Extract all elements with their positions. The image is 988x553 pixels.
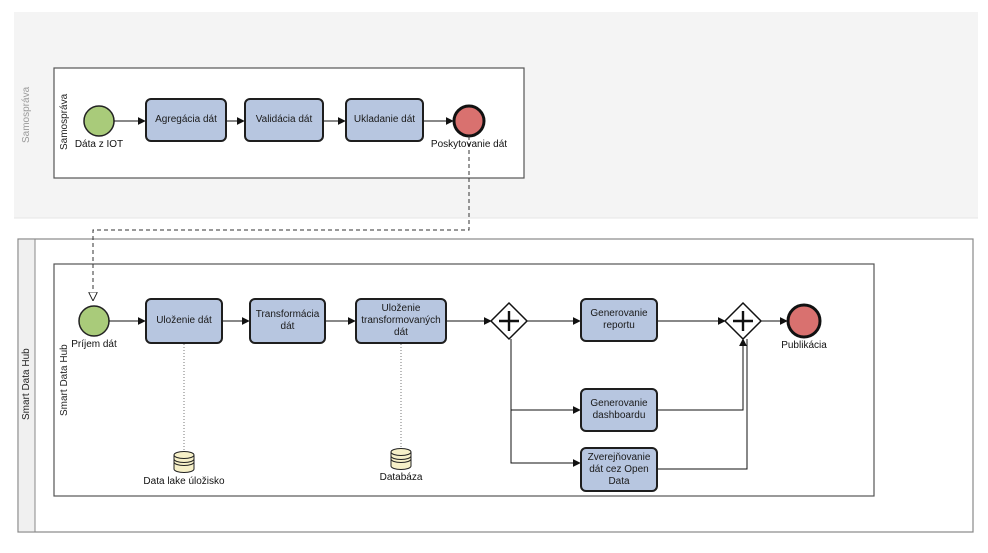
database-icon[interactable] — [390, 448, 412, 470]
database-icon[interactable] — [173, 451, 195, 473]
message-flow — [93, 136, 470, 300]
start-event-prijem[interactable] — [78, 305, 110, 337]
task-zverejnovanie[interactable]: Zverejňovanie dát cez Open Data — [580, 447, 658, 492]
flow-13 — [658, 338, 747, 411]
flow-11 — [510, 339, 581, 467]
task-ulozenie-transformovanych[interactable]: Uloženie transformovaných dát — [355, 298, 447, 344]
start-event-label: Príjem dát — [71, 339, 117, 350]
start-event-label: Dáta z IOT — [74, 139, 124, 150]
task-transformacia[interactable]: Transformácia dát — [249, 298, 326, 344]
task-agregacia[interactable]: Agregácia dát — [145, 98, 227, 142]
pool-smart-data-hub-header — [19, 240, 35, 531]
task-generovanie-reportu[interactable]: Generovanie reportu — [580, 298, 658, 342]
lane-label-smart-data-hub: Smart Data Hub — [59, 344, 70, 416]
end-event-label: Poskytovanie dát — [430, 139, 508, 150]
start-event-iot[interactable] — [83, 105, 115, 137]
task-ukladanie[interactable]: Ukladanie dát — [345, 98, 424, 142]
task-validacia[interactable]: Validácia dát — [244, 98, 324, 142]
task-generovanie-dashboardu[interactable]: Generovanie dashboardu — [580, 388, 658, 432]
pool-label-smart-data-hub: Smart Data Hub — [21, 348, 32, 420]
task-ulozenie[interactable]: Uloženie dát — [145, 298, 223, 344]
lane-label-samosprava: Samospráva — [59, 93, 70, 150]
pool-label-samosprava: Samospráva — [21, 86, 32, 143]
datastore-label-data-lake: Data lake úložisko — [143, 476, 225, 487]
end-event-publikacia[interactable] — [786, 303, 822, 339]
end-event-poskytovanie[interactable] — [452, 104, 486, 138]
datastore-label-databaza: Databáza — [379, 472, 423, 483]
end-event-label: Publikácia — [781, 340, 827, 351]
flow-14 — [658, 339, 748, 470]
